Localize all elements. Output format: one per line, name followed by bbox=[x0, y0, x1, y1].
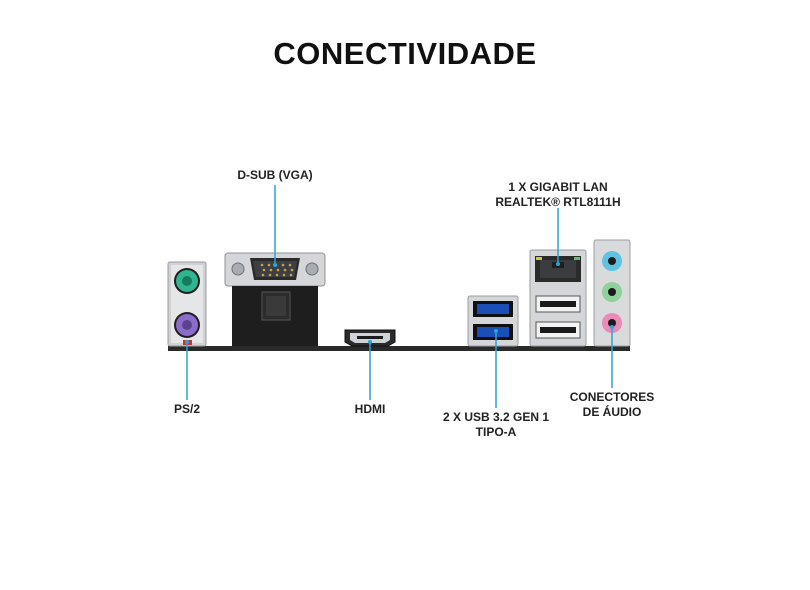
label-usb-line2: TIPO-A bbox=[475, 425, 517, 439]
label-hdmi: HDMI bbox=[340, 402, 400, 417]
label-lan: 1 X GIGABIT LAN REALTEK® RTL8111H bbox=[478, 180, 638, 210]
label-audio: CONECTORES DE ÁUDIO bbox=[562, 390, 662, 420]
leader-lines bbox=[186, 185, 613, 408]
audio-jacks bbox=[593, 239, 631, 347]
label-usb-line1: 2 X USB 3.2 GEN 1 bbox=[442, 410, 550, 424]
label-lan-line1: 1 X GIGABIT LAN bbox=[508, 180, 608, 194]
label-audio-line2: DE ÁUDIO bbox=[582, 405, 642, 419]
label-audio-line1: CONECTORES bbox=[569, 390, 655, 404]
label-ps2: PS/2 bbox=[160, 402, 214, 417]
label-dsub-text: D-SUB (VGA) bbox=[237, 168, 313, 182]
label-usb: 2 X USB 3.2 GEN 1 TIPO-A bbox=[431, 410, 561, 440]
usb3-tongue-top bbox=[477, 304, 509, 314]
hdmi-port bbox=[344, 329, 396, 347]
label-dsub: D-SUB (VGA) bbox=[225, 168, 325, 183]
label-ps2-text: PS/2 bbox=[173, 402, 200, 416]
usb3-tongue-bottom bbox=[477, 327, 509, 337]
usb-ports bbox=[467, 295, 519, 347]
label-lan-line2: REALTEK® RTL8111H bbox=[495, 195, 621, 209]
ps2-port bbox=[167, 261, 207, 347]
board-edge bbox=[168, 346, 630, 351]
vga-port bbox=[224, 252, 326, 346]
lan-usb-stack bbox=[529, 249, 587, 347]
page-title: CONECTIVIDADE bbox=[273, 36, 537, 71]
label-hdmi-text: HDMI bbox=[354, 402, 386, 416]
